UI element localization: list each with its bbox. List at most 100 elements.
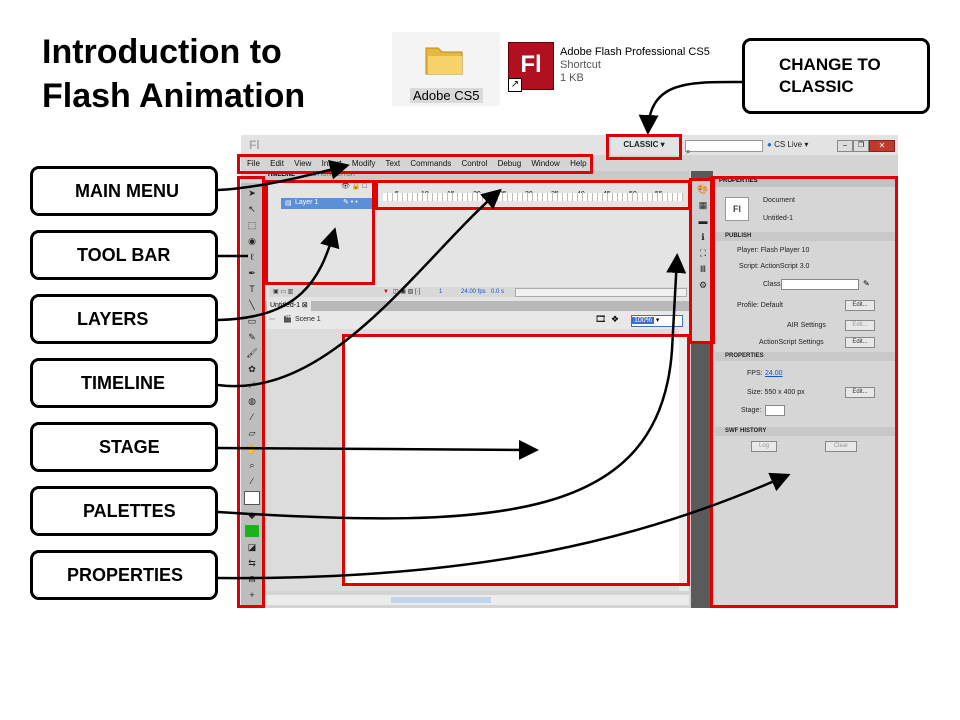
section-swf-history[interactable]: SWF HISTORY [715,427,898,436]
stroke-color-icon[interactable]: ∕ [251,476,253,486]
tab-motion-editor[interactable]: MOTION EDITOR [307,172,356,178]
air-edit-button[interactable]: Edit... [845,320,875,331]
lock-icon[interactable]: 🔒 [351,183,361,190]
menu-help[interactable]: Help [570,159,587,168]
lasso-tool-icon[interactable]: ℓ [250,252,254,262]
line-tool-icon[interactable]: ╲ [249,300,255,310]
document-tab[interactable]: Untitled-1 ⊠ [267,301,311,311]
info-icon[interactable]: ℹ [701,232,705,242]
back-arrow-icon[interactable]: ⇦ [269,316,275,323]
help-search-input[interactable]: ⌕ [685,140,763,156]
vertical-scrollbar[interactable] [679,329,689,591]
zoom-select[interactable]: 100% ▾ [631,315,683,327]
swatches-icon[interactable]: ▦ [698,200,708,210]
selection-tool-icon[interactable]: ➤ [248,188,256,198]
flash-shortcut-icon[interactable]: Fl ↗ [508,42,554,92]
pencil-tool-icon[interactable]: ✎ [248,332,256,342]
cs-live-button[interactable]: ● CS Live ▾ [767,140,809,149]
menu-commands[interactable]: Commands [410,159,452,168]
clear-button[interactable]: Clear [825,441,857,452]
eyedropper-tool-icon[interactable]: ⁄ [251,412,253,422]
pencil-edit-icon[interactable]: ✎ [863,279,870,288]
profile-edit-button[interactable]: Edit... [845,300,875,311]
outline-icon[interactable]: □ [362,183,367,190]
snap-magnet-icon[interactable]: ⋒ [248,574,256,584]
folder-icon [425,47,463,75]
rectangle-tool-icon[interactable]: ▭ [247,316,257,326]
slide-title: Introduction to Flash Animation [42,30,305,118]
pen-tool-icon[interactable]: ✒ [248,268,256,278]
smooth-icon[interactable]: + [249,590,255,600]
brush-tool-icon[interactable]: 🖌 [246,348,258,358]
close-tab-icon[interactable]: ⊠ [301,302,308,309]
frame-grid[interactable] [383,193,683,201]
section-publish[interactable]: PUBLISH [715,232,898,241]
properties-tab[interactable]: PROPERTIES [719,178,758,184]
edit-scene-icon[interactable]: 🎞 [595,314,607,324]
color-palette-icon[interactable]: 🎨 [697,184,709,194]
shortcut-type: Shortcut [560,59,601,71]
zoom-value: 100% [632,317,654,324]
menu-file[interactable]: File [247,159,260,168]
callout-timeline: TIMELINE [30,358,218,408]
workspace-switcher[interactable]: CLASSIC ▾ [623,140,665,149]
3d-rotation-tool-icon[interactable]: ◉ [248,236,256,246]
fill-color-green-swatch[interactable] [245,525,259,537]
menu-window[interactable]: Window [531,159,560,168]
subselection-tool-icon[interactable]: ↖ [248,204,256,214]
menu-insert[interactable]: Insert [321,159,342,168]
size-edit-button[interactable]: Edit... [845,387,875,398]
fps-value[interactable]: 24.00 [765,370,783,377]
menu-debug[interactable]: Debug [497,159,522,168]
bone-tool-icon[interactable]: ⟋ [248,380,256,390]
layer-row[interactable]: ▤ Layer 1 ✎ • • [281,198,373,209]
callout-layers: LAYERS [30,294,218,344]
eye-icon[interactable]: 👁 [341,183,350,190]
transform-icon[interactable]: ⛶ [699,248,707,258]
current-frame: 1 [439,289,443,295]
menu-edit[interactable]: Edit [270,159,284,168]
log-button[interactable]: Log [751,441,777,452]
straighten-icon[interactable]: ⟨ [245,605,259,608]
restore-button[interactable]: ❐ [853,140,869,152]
as-edit-button[interactable]: Edit... [845,337,875,348]
scrollbar-thumb[interactable] [391,597,491,603]
onion-skin-icon[interactable]: ◫ ▣ ▧ [·] [393,289,421,295]
timeline-scrollbar[interactable] [515,288,687,297]
hand-tool-icon[interactable]: ✋ [246,444,258,454]
script-row: Script: ActionScript 3.0 [739,263,810,270]
free-transform-tool-icon[interactable]: ⬚ [247,220,257,230]
size-row: Size: 550 x 400 px [747,389,805,396]
swap-colors-icon[interactable]: ⇆ [248,558,256,568]
components-icon[interactable]: ⚙ [698,280,708,290]
text-tool-icon[interactable]: T [249,284,255,294]
folder-label: Adobe CS5 [410,88,483,103]
menu-view[interactable]: View [294,159,312,168]
stage-color-swatch[interactable] [765,405,785,416]
new-layer-icon[interactable]: ▣ ▭ ▥ [273,289,294,295]
menu-text[interactable]: Text [385,159,401,168]
menu-modify[interactable]: Modify [351,159,376,168]
fill-color-swatch[interactable] [244,491,260,505]
section-properties[interactable]: PROPERTIES [715,352,898,361]
edit-symbols-icon[interactable]: ❖ [611,314,620,324]
fill-bucket-icon[interactable]: ◆ [248,510,256,520]
horizontal-scrollbar[interactable] [265,595,689,605]
zoom-tool-icon[interactable]: ⌕ [249,460,255,470]
eraser-tool-icon[interactable]: ▱ [248,428,256,438]
menu-control[interactable]: Control [461,159,488,168]
tab-timeline[interactable]: TIMELINE [267,172,295,178]
stage-canvas[interactable] [345,337,685,583]
black-white-icon[interactable]: ◪ [247,542,257,552]
document-type: Document [763,197,795,204]
paint-bucket-tool-icon[interactable]: ◍ [248,396,256,406]
desktop-folder[interactable]: Adobe CS5 [392,32,500,106]
restore-icon: ❐ [857,142,865,149]
library-icon[interactable]: Ⅲ [699,264,707,274]
close-button[interactable]: ✕ [869,140,895,152]
title-bar: Fl CLASSIC ▾ ⌕ ● CS Live ▾ – ❐ ✕ [241,135,898,156]
deco-tool-icon[interactable]: ✿ [248,364,256,374]
align-icon[interactable]: ▬ [698,216,708,226]
minimize-button[interactable]: – [837,140,853,152]
class-input[interactable] [781,279,859,290]
